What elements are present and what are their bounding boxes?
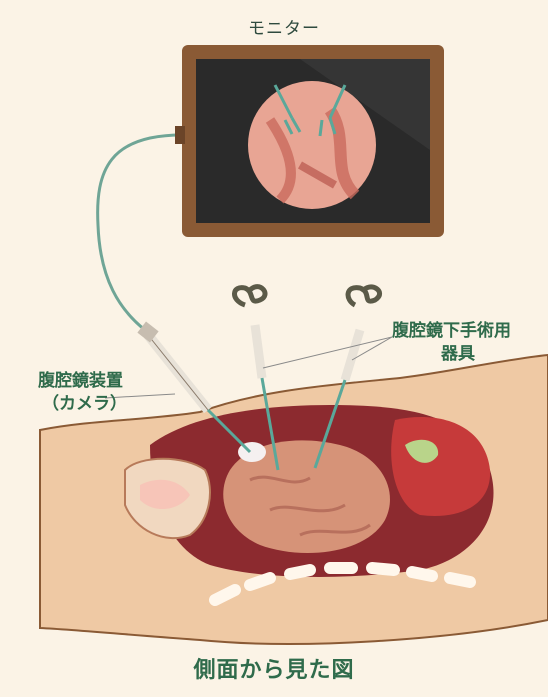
camera-label-line1: 腹腔鏡装置	[38, 370, 123, 392]
diagram-caption: 側面から見た図	[0, 652, 548, 684]
instrument-leader-line-1	[263, 337, 392, 368]
instruments-label-line2: 器具	[441, 343, 475, 365]
monitor-label: モニター	[248, 14, 320, 39]
monitor	[175, 45, 444, 237]
instruments-label-line1: 腹腔鏡下手術用	[392, 320, 511, 342]
camera-label-line2: （カメラ）	[42, 393, 127, 415]
monitor-cable	[98, 135, 182, 330]
